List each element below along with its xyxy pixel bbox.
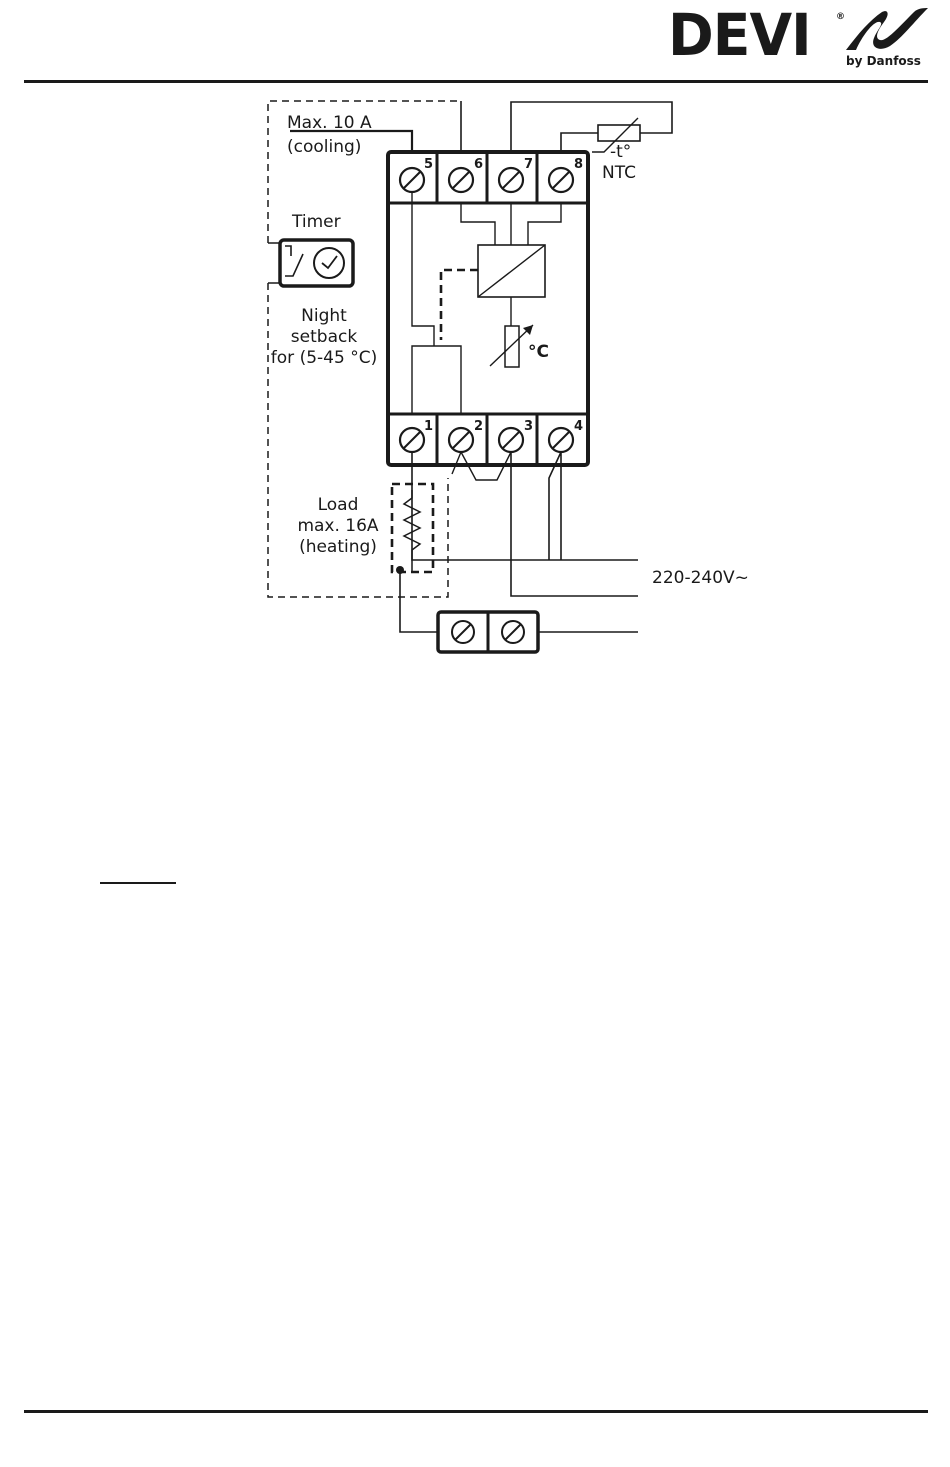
terminal-6-screw-icon: [449, 168, 473, 192]
ntc-sensor-icon: [598, 125, 640, 141]
clock-icon: [314, 248, 344, 278]
terminal-2-number: 2: [474, 419, 483, 434]
terminal-6-number: 6: [474, 157, 483, 172]
night-setback-line3: for (5-45 °C): [271, 348, 377, 368]
timer-label: Timer: [291, 212, 341, 232]
text-underline: [100, 882, 176, 884]
wire-terminal-4: [549, 452, 561, 560]
wire-earth: [400, 570, 438, 632]
terminal-5-screw-icon: [400, 168, 424, 192]
temperature-unit-label: °C: [528, 342, 549, 362]
wire-load-line: [412, 452, 638, 560]
terminal-3-number: 3: [524, 419, 533, 434]
terminal-7-screw-icon: [499, 168, 523, 192]
ntc-temp-label: -t°: [610, 142, 631, 162]
terminal-3-screw-icon: [499, 428, 523, 452]
terminal-4-number: 4: [574, 419, 583, 434]
terminal-7-number: 7: [524, 157, 533, 172]
load-label-line1: Load: [318, 495, 359, 515]
terminal-1-screw-icon: [400, 428, 424, 452]
wiring-diagram: 5 6 7 8 1 2 3 4: [0, 0, 950, 700]
cooling-label-line2: (cooling): [287, 137, 361, 157]
potentiometer-icon: [505, 326, 519, 367]
terminal-8-number: 8: [574, 157, 583, 172]
terminal-5-number: 5: [424, 157, 433, 172]
terminal-1-number: 1: [424, 419, 433, 434]
cooling-label-line1: Max. 10 A: [287, 113, 372, 133]
supply-voltage-label: 220-240V~: [652, 568, 749, 588]
earth-screw-left-icon: [452, 621, 474, 643]
night-setback-line1: Night: [301, 306, 347, 326]
ntc-label: NTC: [602, 163, 636, 183]
night-setback-line2: setback: [291, 327, 358, 347]
terminal-8-screw-icon: [549, 168, 573, 192]
load-label-line2: max. 16A: [297, 516, 378, 536]
wire-terminal-3: [511, 452, 638, 596]
footer-rule: [24, 1410, 928, 1413]
earth-screw-right-icon: [502, 621, 524, 643]
load-label-line3: (heating): [299, 537, 377, 557]
terminal-2-screw-icon: [449, 428, 473, 452]
terminal-4-screw-icon: [549, 428, 573, 452]
